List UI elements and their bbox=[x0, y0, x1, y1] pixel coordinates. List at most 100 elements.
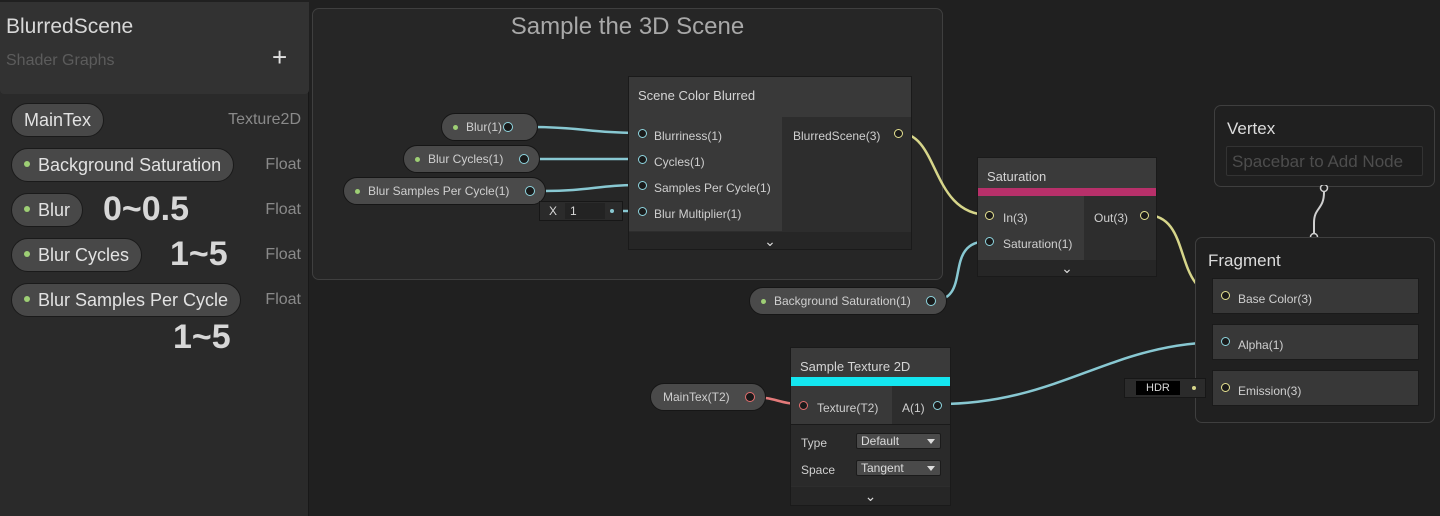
wire-blur[interactable] bbox=[532, 125, 642, 135]
exposed-dot-icon bbox=[761, 299, 766, 304]
dropdown-arrow-icon bbox=[927, 466, 935, 471]
property-type: Texture2D bbox=[228, 111, 301, 128]
wire-alpha[interactable] bbox=[938, 340, 1225, 406]
vertex-placeholder: Spacebar to Add Node bbox=[1232, 152, 1404, 171]
block-label: Emission(3) bbox=[1238, 384, 1302, 398]
node-title[interactable]: Saturation bbox=[978, 158, 1156, 188]
graph-path: Shader Graphs bbox=[6, 52, 115, 69]
input-port[interactable] bbox=[638, 181, 647, 190]
output-label: Out(3) bbox=[1094, 211, 1129, 225]
node-color-bar bbox=[978, 188, 1156, 196]
hdr-swatch[interactable]: HDR bbox=[1136, 381, 1180, 395]
expand-chevron-icon[interactable]: ⌄ bbox=[764, 233, 776, 249]
input-port[interactable] bbox=[1221, 337, 1230, 346]
range-annotation-blur-cycles: 1~5 bbox=[170, 235, 228, 273]
node-inputs bbox=[978, 196, 1084, 260]
output-port[interactable] bbox=[503, 122, 514, 132]
fragment-context[interactable]: Fragment Base Color(3) Alpha(1) Emission… bbox=[1195, 237, 1435, 423]
property-type: Float bbox=[265, 291, 301, 308]
input-port[interactable] bbox=[985, 211, 994, 220]
expand-chevron-icon[interactable]: ⌄ bbox=[864, 488, 877, 504]
input-port[interactable] bbox=[638, 207, 647, 216]
property-pill-blur-cycles[interactable]: Blur Cycles bbox=[11, 238, 143, 272]
node-saturation[interactable]: Saturation In(3) Saturation(1) Out(3) ⌄ bbox=[977, 157, 1157, 277]
output-port[interactable] bbox=[524, 186, 535, 196]
property-node-background-saturation[interactable]: Background Saturation(1) bbox=[749, 287, 948, 315]
output-port[interactable] bbox=[1140, 211, 1149, 220]
node-footer bbox=[629, 232, 911, 249]
block-label: Base Color(3) bbox=[1238, 292, 1313, 306]
node-footer bbox=[791, 487, 950, 505]
node-sample-texture-2d[interactable]: Sample Texture 2D Texture(T2) A(1) Type … bbox=[790, 347, 951, 506]
property-name: MainTex bbox=[24, 110, 92, 130]
range-annotation-blur-samples: 1~5 bbox=[173, 318, 231, 356]
hdr-color-field[interactable]: HDR bbox=[1124, 378, 1206, 398]
type-dropdown[interactable]: Default bbox=[856, 433, 941, 449]
input-port[interactable] bbox=[985, 237, 994, 246]
exposed-dot-icon bbox=[24, 296, 30, 303]
flow-connector bbox=[1309, 185, 1329, 241]
exposed-dot-icon bbox=[355, 189, 360, 194]
connector-dot bbox=[610, 209, 614, 213]
property-pill-background-saturation[interactable]: Background Saturation bbox=[11, 148, 235, 182]
group-title[interactable]: Sample the 3D Scene bbox=[510, 13, 745, 40]
exposed-dot-icon bbox=[415, 157, 420, 162]
input-port[interactable] bbox=[638, 155, 647, 164]
node-title[interactable]: Scene Color Blurred bbox=[629, 77, 911, 117]
expand-chevron-icon[interactable]: ⌄ bbox=[1061, 260, 1073, 276]
input-port[interactable] bbox=[638, 129, 647, 138]
output-port[interactable] bbox=[926, 296, 937, 306]
property-type: Float bbox=[265, 246, 301, 263]
fragment-title: Fragment bbox=[1208, 251, 1281, 270]
property-pill-maintex[interactable]: MainTex bbox=[11, 103, 105, 137]
block-label: Alpha(1) bbox=[1238, 338, 1284, 352]
vertex-context[interactable]: Vertex Spacebar to Add Node bbox=[1214, 105, 1435, 187]
connector-dot bbox=[1192, 386, 1196, 390]
node-title[interactable]: Sample Texture 2D bbox=[791, 348, 950, 377]
output-label: A(1) bbox=[902, 401, 925, 415]
node-color-bar bbox=[791, 377, 950, 386]
property-pill-blur[interactable]: Blur bbox=[11, 193, 84, 227]
input-port[interactable] bbox=[1221, 291, 1230, 300]
property-name: Blur Cycles bbox=[38, 245, 130, 265]
block-alpha[interactable]: Alpha(1) bbox=[1212, 324, 1419, 360]
wire-blurred-scene[interactable] bbox=[898, 131, 990, 217]
property-node-maintex[interactable]: MainTex(T2) bbox=[650, 383, 767, 411]
exposed-dot-icon bbox=[24, 251, 30, 258]
blackboard-panel: BlurredScene Shader Graphs + MainTex Tex… bbox=[0, 2, 309, 516]
wire-blur-samples[interactable] bbox=[543, 183, 642, 193]
node-scene-color-blurred[interactable]: Scene Color Blurred Blurriness(1) Cycles… bbox=[628, 76, 912, 250]
input-port[interactable] bbox=[1221, 383, 1230, 392]
property-name: Blur bbox=[38, 200, 71, 220]
type-label: Type bbox=[801, 436, 828, 450]
input-port[interactable] bbox=[799, 401, 808, 410]
vertex-drop-zone[interactable]: Spacebar to Add Node bbox=[1226, 146, 1423, 176]
output-port[interactable] bbox=[933, 401, 942, 410]
property-node-blur-cycles[interactable]: Blur Cycles(1) bbox=[403, 145, 540, 173]
property-node-blur-samples[interactable]: Blur Samples Per Cycle(1) bbox=[343, 177, 546, 205]
input-label: In(3) bbox=[1003, 211, 1028, 225]
output-port[interactable] bbox=[518, 154, 529, 164]
inline-value-field[interactable]: X 1 bbox=[539, 201, 623, 221]
block-base-color[interactable]: Base Color(3) bbox=[1212, 278, 1419, 314]
blackboard-header: BlurredScene Shader Graphs + bbox=[0, 2, 309, 94]
inline-value-input[interactable]: 1 bbox=[565, 203, 605, 219]
input-label: Cycles(1) bbox=[654, 155, 705, 169]
space-dropdown[interactable]: Tangent bbox=[856, 460, 941, 476]
axis-label: X bbox=[549, 204, 558, 218]
node-inputs bbox=[629, 117, 782, 231]
add-property-button[interactable]: + bbox=[272, 42, 288, 72]
output-label: BlurredScene(3) bbox=[793, 129, 881, 143]
property-node-blur[interactable]: Blur(1) bbox=[441, 113, 539, 141]
property-name: Blur Samples Per Cycle bbox=[38, 290, 229, 310]
input-label: Texture(T2) bbox=[817, 401, 879, 415]
property-pill-blur-samples-per-cycle[interactable]: Blur Samples Per Cycle bbox=[11, 283, 242, 317]
graph-title: BlurredScene bbox=[6, 15, 134, 38]
node-footer bbox=[978, 260, 1156, 276]
output-port[interactable] bbox=[894, 129, 903, 138]
exposed-dot-icon bbox=[24, 161, 30, 168]
exposed-dot-icon bbox=[453, 125, 458, 130]
input-label: Saturation(1) bbox=[1003, 237, 1073, 251]
block-emission[interactable]: Emission(3) bbox=[1212, 370, 1419, 406]
output-port[interactable] bbox=[745, 392, 756, 402]
